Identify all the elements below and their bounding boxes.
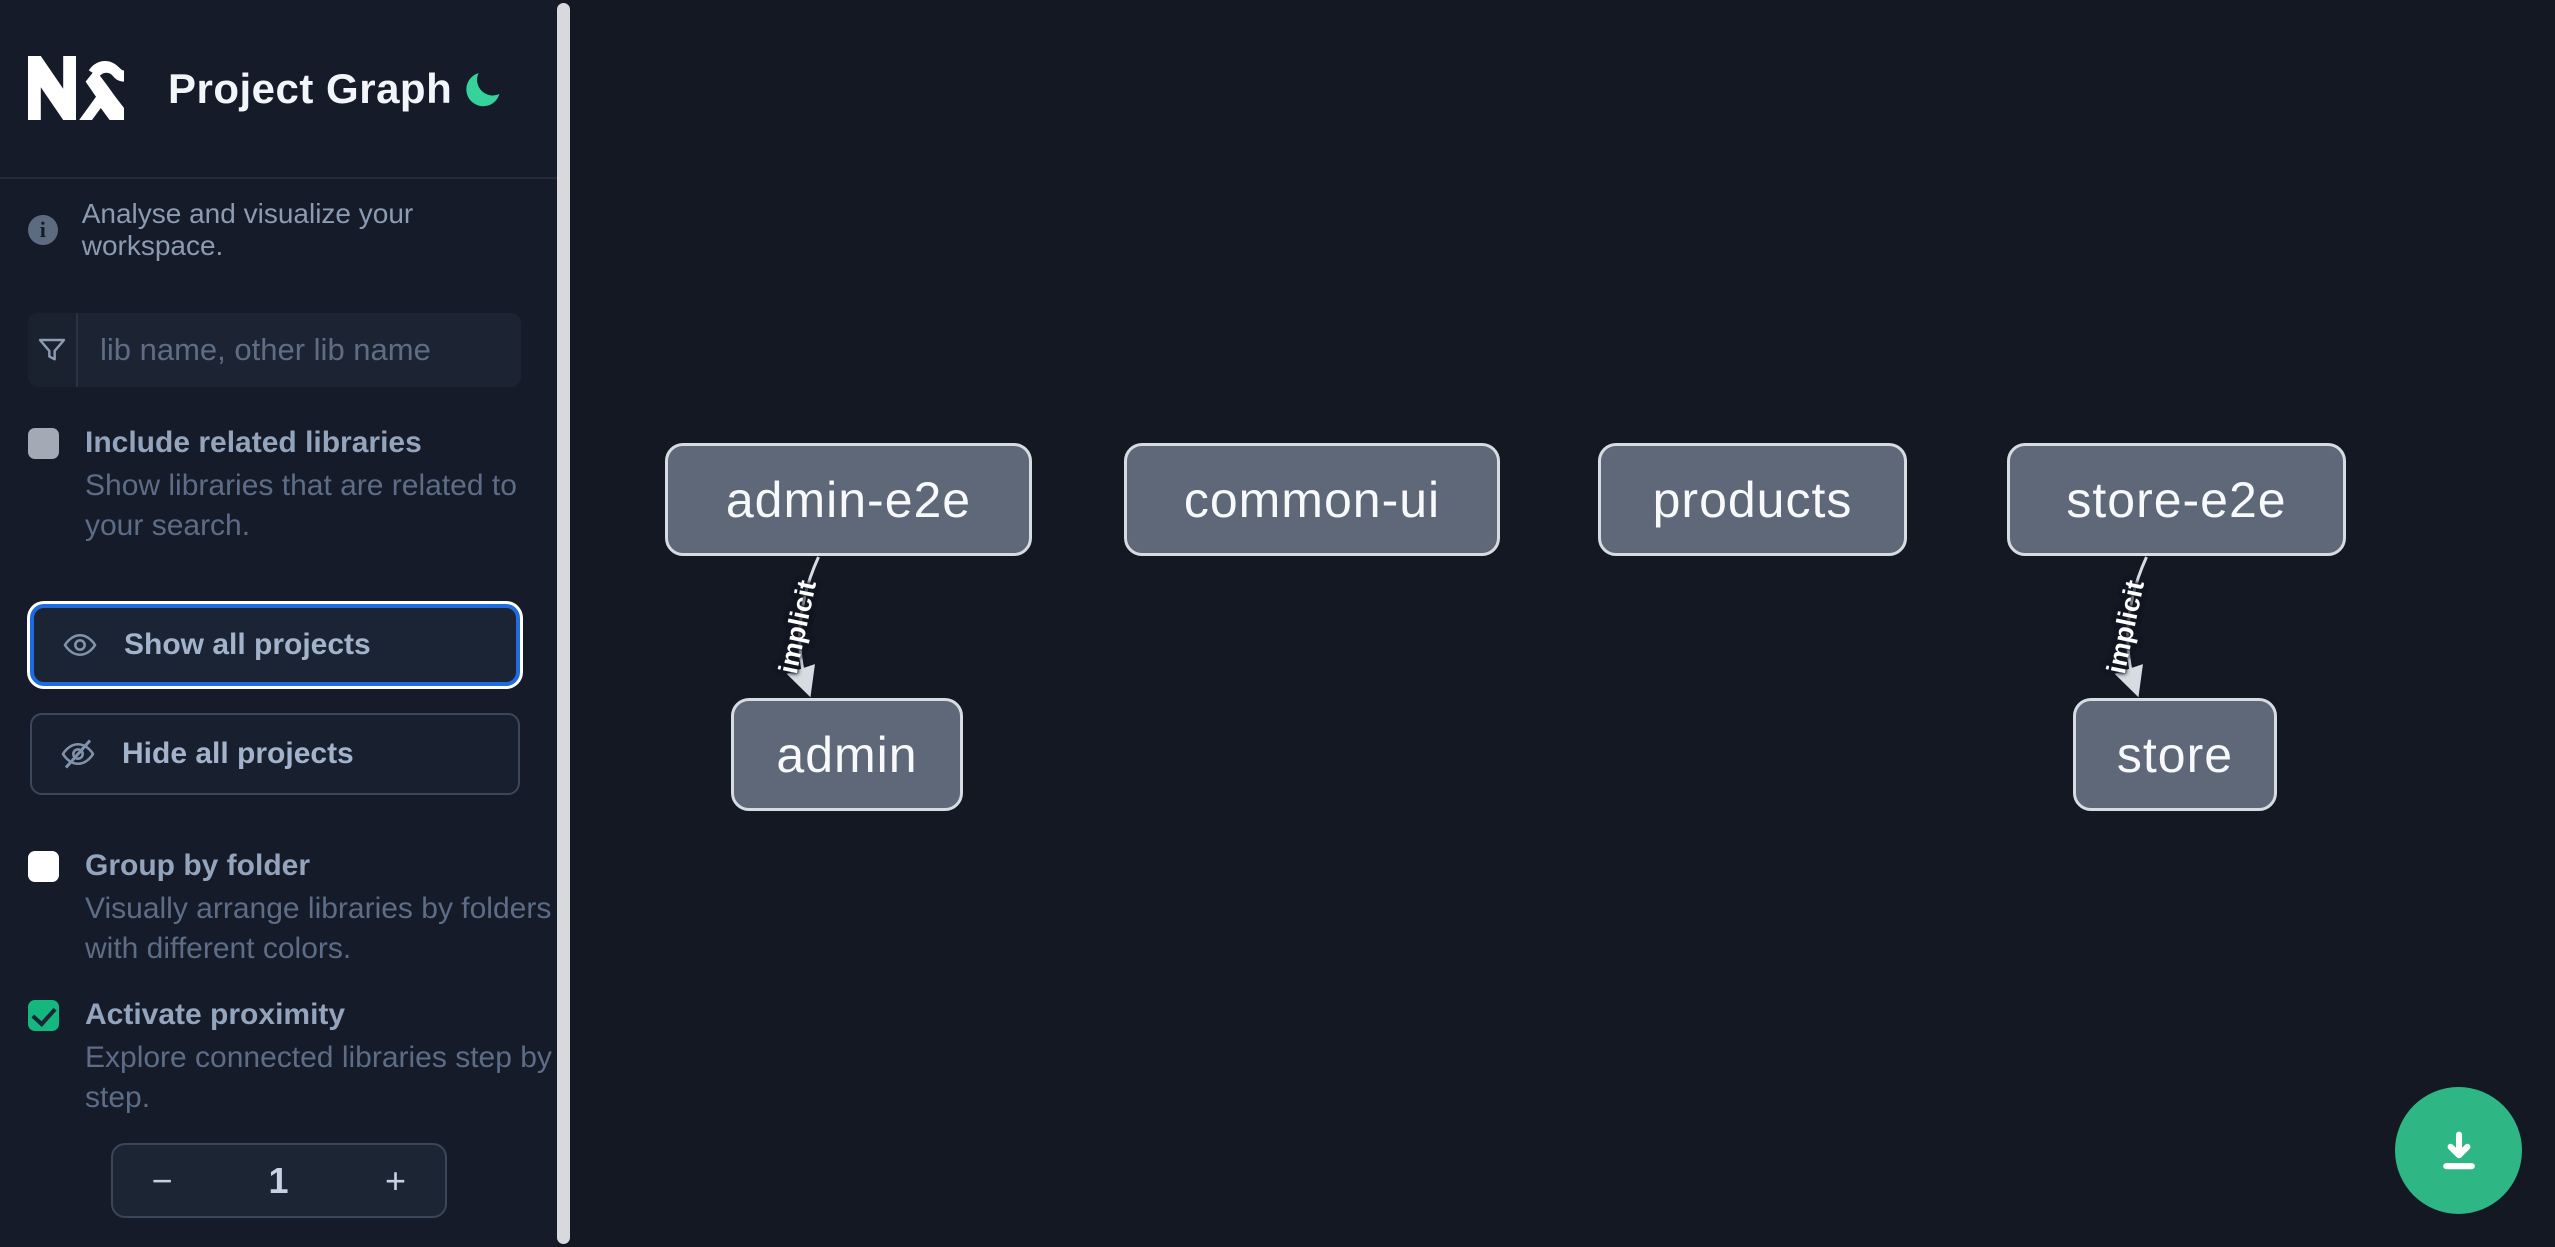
eye-icon	[63, 633, 97, 657]
page-title: Project Graph	[168, 64, 453, 112]
toggle-description: Show libraries that are related to your …	[85, 469, 517, 542]
stepper-value[interactable]: 1	[268, 1159, 289, 1201]
graph-node-common-ui[interactable]: common-ui	[1124, 443, 1500, 556]
toggle-include-related-libraries: Include related libraries Show libraries…	[28, 425, 555, 546]
graph-node-products[interactable]: products	[1598, 443, 1907, 556]
download-icon	[2442, 1131, 2475, 1169]
group-by-folder-checkbox[interactable]	[28, 851, 59, 882]
sidebar-scrollbar[interactable]	[557, 3, 570, 1244]
increment-button[interactable]: +	[346, 1145, 445, 1216]
sidebar-header: Project Graph	[0, 0, 558, 179]
filter-input[interactable]	[78, 313, 521, 387]
toggle-activate-proximity: Activate proximity Explore connected lib…	[28, 997, 555, 1118]
sidebar: Project Graph i Analyse and visualize yo…	[0, 0, 558, 1247]
moon-icon	[466, 73, 500, 107]
toggle-group-by-folder: Group by folder Visually arrange librari…	[28, 848, 555, 969]
show-all-projects-button[interactable]: Show all projects	[30, 604, 520, 686]
funnel-icon	[28, 313, 78, 387]
hide-all-projects-button[interactable]: Hide all projects	[30, 713, 520, 795]
tagline-text: Analyse and visualize your workspace.	[81, 198, 414, 261]
decrement-button[interactable]: −	[113, 1145, 211, 1216]
nx-logo	[28, 56, 124, 120]
theme-toggle-button[interactable]	[462, 66, 506, 110]
tagline: i Analyse and visualize your workspace.	[28, 198, 558, 262]
toggle-label[interactable]: Include related libraries	[85, 426, 422, 459]
graph-canvas[interactable]	[570, 0, 2555, 1247]
toggle-description: Visually arrange libraries by folders wi…	[85, 892, 552, 965]
graph-node-admin[interactable]: admin	[731, 698, 963, 811]
info-icon: i	[28, 215, 58, 245]
toggle-label[interactable]: Activate proximity	[85, 998, 346, 1031]
download-graph-button[interactable]	[2395, 1087, 2522, 1214]
button-label: Hide all projects	[122, 737, 354, 770]
activate-proximity-checkbox[interactable]	[28, 1000, 59, 1031]
filter-field	[28, 313, 521, 387]
toggle-label[interactable]: Group by folder	[85, 849, 310, 882]
toggle-description: Explore connected libraries step by step…	[85, 1041, 552, 1114]
graph-node-admin-e2e[interactable]: admin-e2e	[665, 443, 1032, 556]
include-related-checkbox[interactable]	[28, 428, 59, 459]
button-label: Show all projects	[124, 628, 371, 661]
graph-node-store[interactable]: store	[2073, 698, 2277, 811]
proximity-depth-stepper: − 1 +	[111, 1143, 447, 1218]
eye-slash-icon	[61, 739, 95, 769]
graph-node-store-e2e[interactable]: store-e2e	[2007, 443, 2346, 556]
